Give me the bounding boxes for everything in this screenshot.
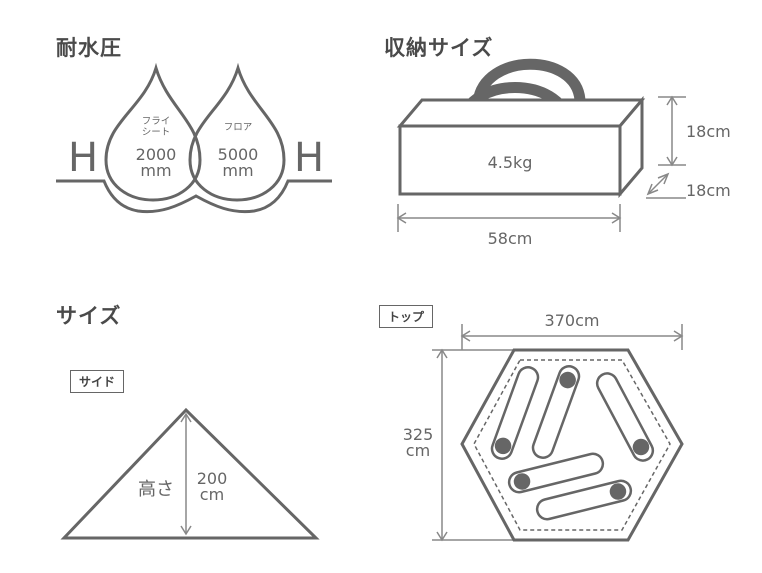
top-view-tag: トップ xyxy=(379,305,434,328)
side-height-label: 高さ xyxy=(138,479,174,500)
storage-bag-diagram xyxy=(396,58,646,199)
water-pressure-diagram xyxy=(56,62,332,214)
floor-unit: mm xyxy=(222,161,253,180)
tent-hexagon-outer xyxy=(460,348,684,542)
sleeping-bags xyxy=(490,365,655,521)
fly-name-line2: シート xyxy=(142,127,171,138)
side-view-tag: サイド xyxy=(70,370,125,393)
bag-height-label: 18cm xyxy=(686,122,731,141)
fly-drop-shape xyxy=(104,62,202,202)
floor-name: フロア xyxy=(224,122,253,133)
sleeping-bag xyxy=(507,452,605,494)
h-label-right: H xyxy=(294,135,324,181)
bag-body-top xyxy=(396,98,646,128)
sleeping-bag xyxy=(535,479,633,521)
side-height-unit: cm xyxy=(200,485,224,504)
top-depth-unit: cm xyxy=(406,441,430,460)
tent-hexagon-inner xyxy=(473,359,671,531)
fly-unit: mm xyxy=(140,161,171,180)
bag-weight: 4.5kg xyxy=(488,153,533,172)
top-depth-value: 325 xyxy=(403,425,434,444)
side-height-value: 200 xyxy=(197,469,228,488)
side-view-triangle xyxy=(60,407,320,540)
h-label-left: H xyxy=(68,135,98,181)
side-height-arrow xyxy=(180,412,192,536)
size-heading: サイズ xyxy=(56,304,122,328)
water-pressure-heading: 耐水圧 xyxy=(56,36,122,60)
top-width-label: 370cm xyxy=(545,311,600,330)
bag-body-side xyxy=(618,95,644,199)
floor-drop-shape xyxy=(188,62,286,202)
floor-value: 5000 xyxy=(218,145,259,164)
fly-name-line1: フライ xyxy=(142,116,171,127)
sleeping-bag xyxy=(531,365,581,459)
fly-value: 2000 xyxy=(136,145,177,164)
bag-depth-label: 18cm xyxy=(686,181,731,200)
sleeping-bag xyxy=(595,372,655,462)
bag-dimension-lines xyxy=(396,95,686,232)
sleeping-bag xyxy=(490,366,540,460)
bag-width-label: 58cm xyxy=(488,229,533,248)
top-view-dimension-lines xyxy=(432,324,684,542)
storage-size-heading: 収納サイズ xyxy=(384,36,494,60)
bag-handle-back xyxy=(472,58,586,104)
ground-line xyxy=(56,179,332,214)
